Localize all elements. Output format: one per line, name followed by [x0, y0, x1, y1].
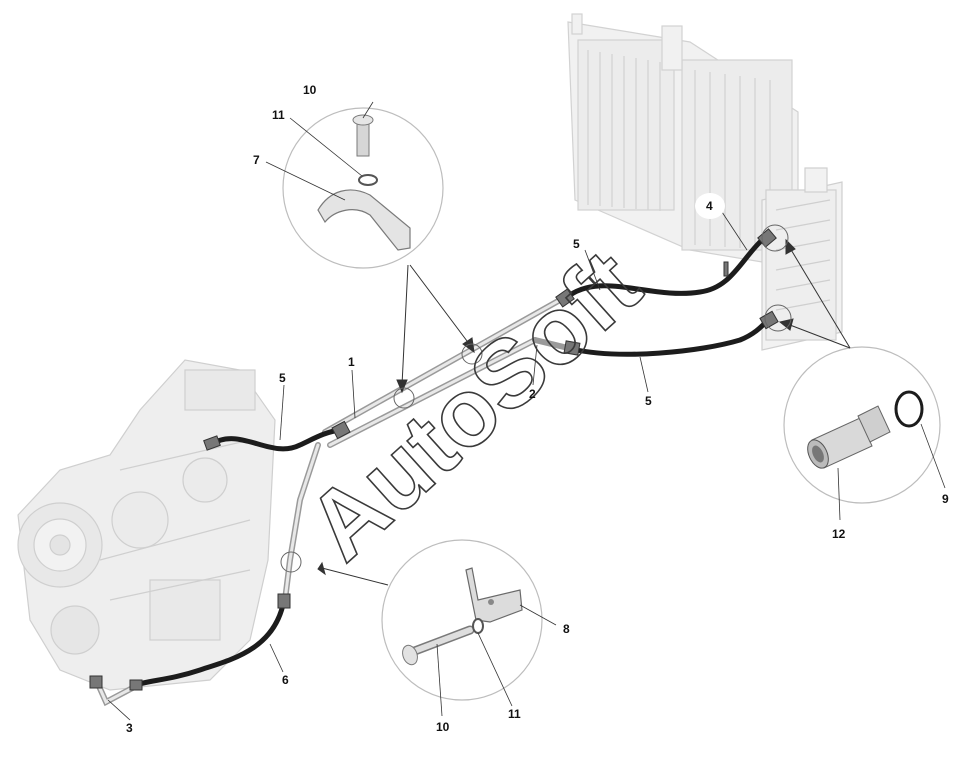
detail-arrows-bottom — [280, 551, 389, 586]
callout-8: 8 — [563, 622, 570, 636]
callout-5-upper: 5 — [573, 237, 580, 251]
detail-fitting-right — [783, 346, 946, 521]
callout-3: 3 — [126, 721, 133, 735]
callout-4-backdrop — [695, 193, 725, 219]
clamp-7 — [317, 189, 411, 251]
callout-11-top: 11 — [272, 108, 285, 122]
callout-5-transmission: 5 — [279, 371, 286, 385]
callout-1: 1 — [348, 355, 355, 369]
detail-arrows-right — [761, 224, 851, 349]
callout-12: 12 — [832, 527, 846, 541]
detail-clamp-top — [265, 101, 444, 269]
adapter-fitting-12 — [807, 405, 891, 469]
callout-2: 2 — [529, 387, 536, 401]
o-ring-9 — [894, 390, 924, 428]
hoses — [129, 239, 771, 689]
callout-4: 4 — [706, 199, 713, 213]
steel-tube-3 — [95, 442, 321, 707]
transmission-unit — [17, 359, 276, 691]
leader-lines — [107, 211, 748, 721]
hose-5-transmission — [207, 427, 343, 452]
detail-bracket-bottom — [381, 539, 557, 717]
hose-5-lower — [569, 317, 771, 357]
steel-tube-1 — [322, 297, 563, 435]
hose-5-upper — [563, 239, 763, 301]
callout-5-lower: 5 — [645, 394, 652, 408]
oil-cooler — [761, 167, 843, 351]
callout-7: 7 — [253, 153, 260, 167]
callout-11-bottom: 11 — [508, 707, 521, 721]
detail-arrows-top — [393, 264, 483, 409]
steel-tube-2 — [327, 337, 571, 448]
watermark: AutoSoft — [287, 230, 660, 581]
bolt-10-bottom — [402, 625, 475, 666]
callout-6: 6 — [282, 673, 289, 687]
washer-11-top — [358, 174, 378, 186]
hose-6 — [129, 597, 287, 689]
bolt-10-top — [352, 114, 374, 157]
washer-11-bottom — [472, 618, 484, 634]
callout-labels: 1 2 3 4 5 5 5 6 7 8 9 10 10 11 11 12 — [126, 83, 949, 735]
callout-10-bottom: 10 — [436, 720, 450, 734]
callout-10-top: 10 — [303, 83, 317, 97]
callout-9: 9 — [942, 492, 949, 506]
